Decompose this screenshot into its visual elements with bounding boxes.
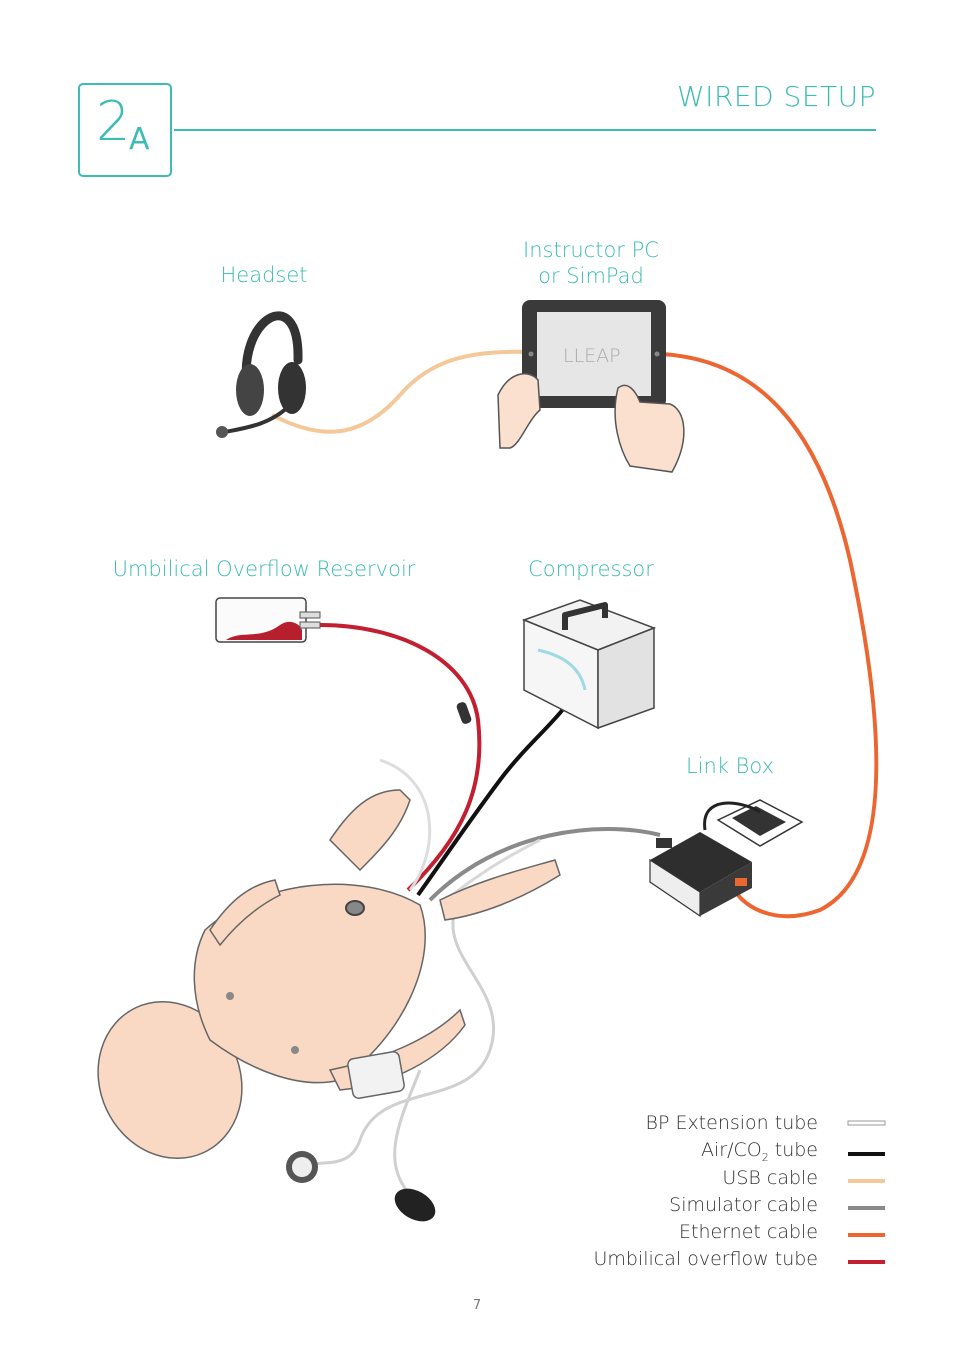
legend-air-co2-sub: 2: [761, 1150, 769, 1164]
baby-manikin: [97, 789, 561, 1222]
headset-label: Headset: [220, 263, 308, 287]
legend-swatch-air: [848, 1152, 885, 1156]
pump-tube: [393, 1069, 422, 1196]
legend-ethernet-cable: Ethernet cable: [678, 1221, 818, 1243]
badge-number: 2: [96, 90, 131, 153]
compressor-label: Compressor: [528, 557, 654, 581]
bp-tube-lower: [309, 909, 496, 1167]
legend-bp-extension-tube: BP Extension tube: [645, 1112, 819, 1134]
usb-cable: [271, 349, 529, 434]
legend-swatch-ethernet: [848, 1233, 885, 1237]
umbilical-overflow-tube: [319, 623, 482, 892]
instructor-pc-label-line2: or SimPad: [538, 264, 644, 288]
instructor-pc-label-line1: Instructor PC: [523, 238, 659, 262]
compressor-icon: [521, 599, 657, 730]
simulator-cable: [428, 827, 661, 902]
umbilical-cord: [379, 758, 432, 891]
link-box-label: Link Box: [685, 754, 775, 778]
air-tube: [416, 684, 582, 897]
tube-connector: [456, 702, 472, 724]
legend-air-co2-main: Air/CO: [701, 1139, 762, 1161]
page-number: 7: [472, 1298, 482, 1313]
link-box-icon: [649, 799, 804, 918]
legend-swatch-umbilical: [848, 1260, 885, 1264]
legend-simulator-cable: Simulator cable: [669, 1194, 818, 1216]
badge-letter: A: [129, 122, 150, 157]
header-rule: [174, 129, 876, 131]
ethernet-cable: [661, 352, 879, 919]
reservoir-label: Umbilical Overflow Reservoir: [112, 557, 416, 581]
legend-umbilical-overflow-tube: Umbilical overflow tube: [593, 1248, 818, 1270]
tablet-icon: [497, 300, 685, 473]
legend-swatch-simulator: [848, 1206, 885, 1210]
legend-usb-cable: USB cable: [722, 1167, 818, 1189]
tablet-screen-text: LLEAP: [563, 345, 621, 367]
headset-icon: [216, 311, 306, 438]
reservoir-icon: [215, 597, 321, 643]
section-title: WIRED SETUP: [677, 80, 876, 113]
section-badge: 2 A: [78, 83, 172, 177]
legend-air-co2-tail: tube: [768, 1139, 818, 1161]
legend-air-co2-tube: Air/CO2 tube: [701, 1139, 818, 1164]
legend-swatch-usb: [848, 1179, 885, 1183]
